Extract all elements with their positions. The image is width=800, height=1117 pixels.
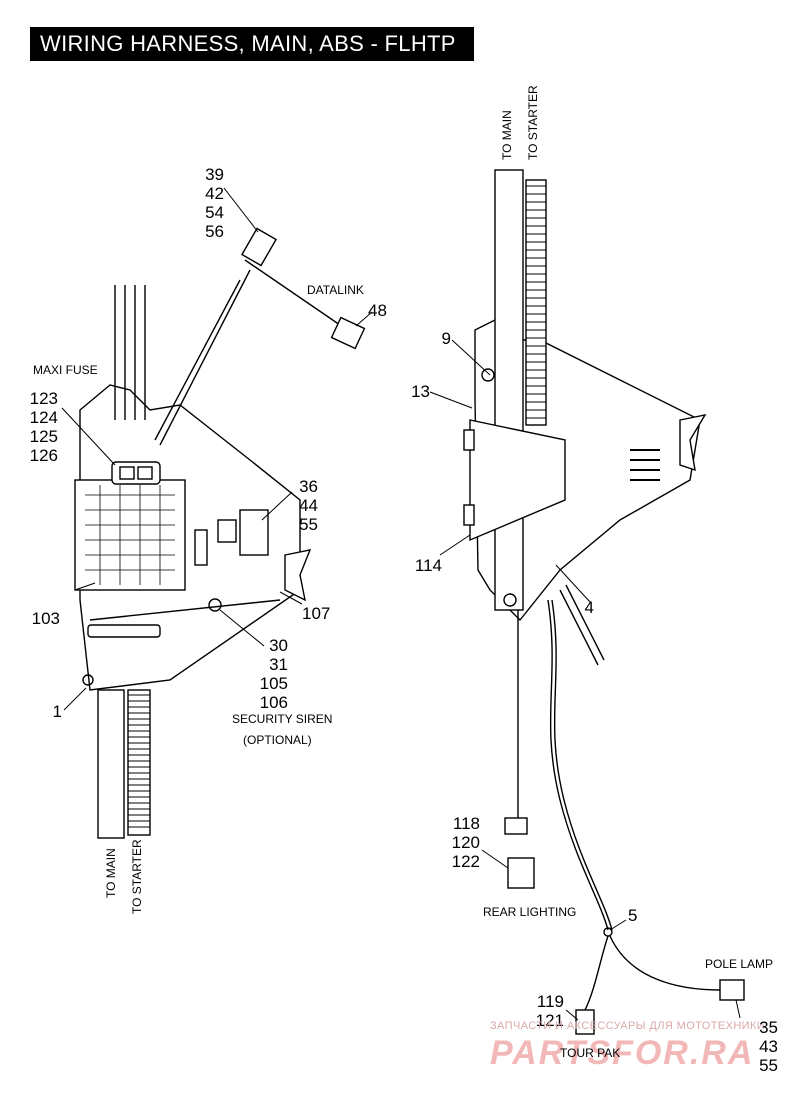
callout-119-group: 119 121 (528, 992, 564, 1030)
right-to-main-label: TO MAIN (500, 110, 514, 160)
callout-number: 55 (759, 1056, 778, 1075)
callout-number: 54 (205, 203, 224, 222)
rear-lighting-label: REAR LIGHTING (483, 905, 577, 919)
callout-5: 5 (628, 906, 638, 925)
watermark-tagline: ЗАПЧАСТИ И АКСЕССУАРЫ ДЛЯ МОТОТЕХНИКИ (490, 1020, 766, 1032)
callout-number: 122 (451, 852, 480, 871)
callout-number: 123 (29, 389, 58, 408)
callout-114: 114 (414, 556, 442, 575)
callout-9: 9 (441, 329, 451, 348)
callout-30-group: 30 31 105 106 (252, 636, 288, 712)
left-to-main-label: TO MAIN (104, 848, 118, 898)
datalink-label: DATALINK (307, 283, 364, 297)
pole-lamp-label: POLE LAMP (705, 957, 774, 971)
left-harness-assembly (74, 227, 366, 839)
callout-number: 124 (29, 408, 58, 427)
callout-number: 125 (29, 427, 58, 446)
callout-number: 120 (451, 833, 480, 852)
callout-number: 39 (205, 165, 224, 184)
callout-number: 126 (29, 446, 58, 465)
callout-48: 48 (368, 301, 387, 320)
right-harness-assembly (463, 169, 745, 1035)
callout-number: 30 (269, 636, 288, 655)
callout-number: 35 (759, 1018, 778, 1037)
right-corrugated-ribs (526, 185, 546, 419)
security-siren-optional-label: (OPTIONAL) (243, 733, 312, 747)
security-siren-label: SECURITY SIREN (232, 712, 333, 726)
callout-35-group: 35 43 55 (752, 1018, 778, 1075)
callout-123-group: 123 124 125 126 (22, 389, 58, 465)
callout-103: 103 (31, 609, 60, 628)
callout-number: 106 (259, 693, 288, 712)
callout-number: 36 (299, 477, 318, 496)
leader-lines (61, 187, 741, 1021)
callout-1: 1 (52, 702, 62, 721)
callout-number: 42 (205, 184, 224, 203)
callout-39-group: 39 42 54 56 (196, 165, 224, 241)
callout-number: 118 (452, 814, 480, 833)
callout-36-group: 36 44 55 (292, 477, 318, 534)
right-to-starter-label: TO STARTER (526, 85, 540, 160)
callout-number: 121 (535, 1011, 564, 1030)
watermark-logo: PARTSFOR.RA (490, 1034, 755, 1072)
callout-13: 13 (411, 382, 430, 401)
callout-4: 4 (584, 598, 594, 617)
callout-118-group: 118 120 122 (440, 814, 480, 871)
left-to-starter-label: TO STARTER (130, 839, 144, 914)
callout-number: 119 (536, 992, 564, 1011)
callout-number: 105 (259, 674, 288, 693)
callout-number: 31 (269, 655, 288, 674)
maxi-fuse-label: MAXI FUSE (33, 363, 98, 377)
callout-number: 43 (759, 1037, 778, 1056)
callout-number: 55 (299, 515, 318, 534)
callout-number: 44 (299, 496, 318, 515)
tour-pak-label: TOUR PAK (560, 1046, 621, 1060)
left-corrugated-ribs (128, 694, 150, 828)
callout-number: 56 (205, 222, 224, 241)
page-title: WIRING HARNESS, MAIN, ABS - FLHTP (30, 27, 474, 61)
callout-107: 107 (302, 604, 331, 623)
